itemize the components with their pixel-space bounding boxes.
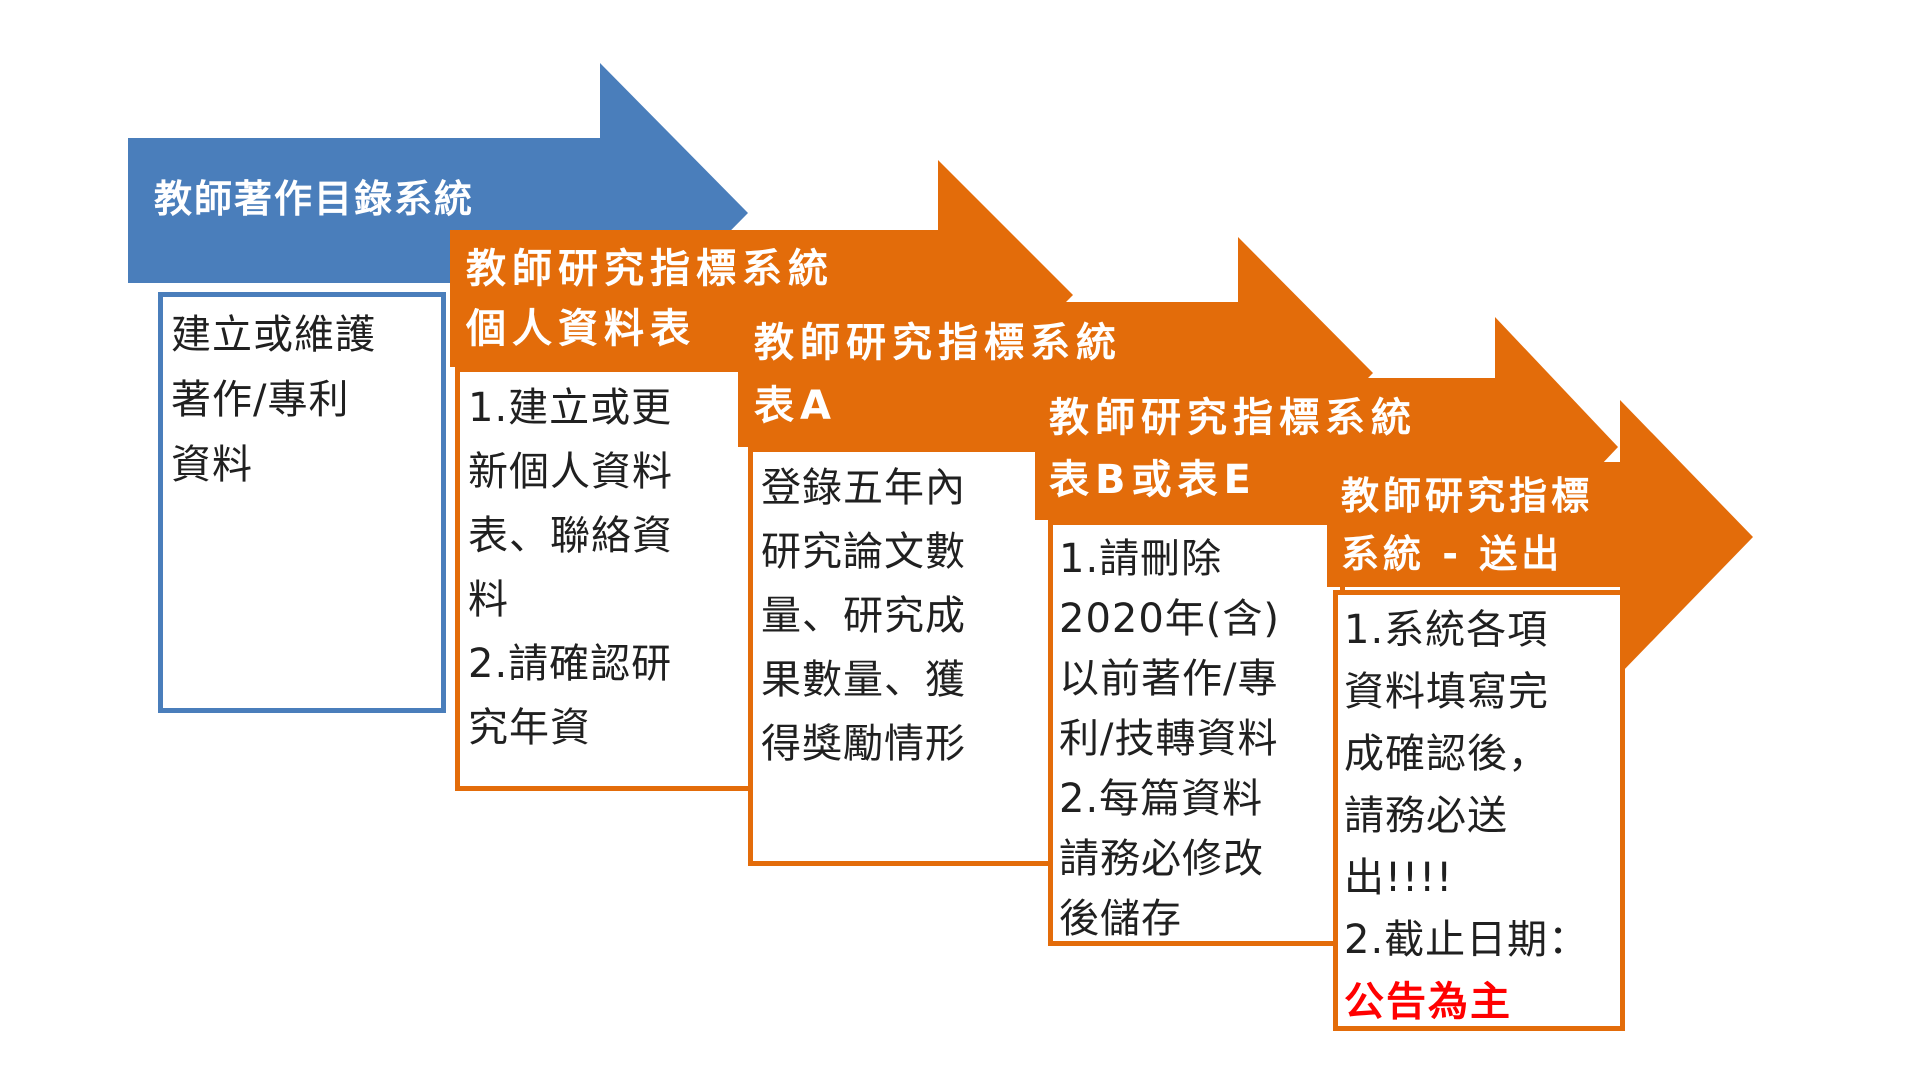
step-2-title: 教師研究指標系統 個人資料表 [466,245,834,352]
step-5-body-box: 1.系統各項 資料填寫完 成確認後， 請務必送 出!!!! 2.截止日期： 公告… [1333,590,1625,1031]
step-1-title: 教師著作目錄系統 [154,176,475,221]
arrow-head-icon [1620,400,1753,674]
step-1-banner: 教師著作目錄系統 [128,138,600,283]
arrow-head-icon [1238,237,1373,509]
step-2-body-box: 1.建立或更 新個人資料 表、聯絡資 料 2.請確認研 究年資 [455,367,770,791]
step-2-body-text: 1.建立或更 新個人資料 表、聯絡資 料 2.請確認研 究年資 [468,385,673,751]
step-5-deadline-highlight: 公告為主 [1344,979,1512,1025]
arrow-head-icon [600,63,748,363]
step-1-body-box: 建立或維護 著作/專利 資料 [158,292,446,713]
step-3-banner: 教師研究指標系統 表A [738,302,1238,447]
step-2-banner: 教師研究指標系統 個人資料表 [450,230,938,367]
step-1-body-text: 建立或維護 著作/專利 資料 [171,312,376,488]
step-3-body-box: 登錄五年內 研究論文數 量、研究成 果數量、獲 得獎勵情形 [748,447,1060,866]
step-5-body-text: 1.系統各項 資料填寫完 成確認後， 請務必送 出!!!! 2.截止日期： [1344,607,1590,963]
step-4-body-text: 1.請刪除 2020年(含) 以前著作/專 利/技轉資料 2.每篇資料 請務必修… [1059,536,1281,942]
arrow-head-icon [938,160,1073,430]
step-5-title: 教師研究指標 系統 - 送出 [1341,473,1594,576]
arrow-head-icon [1495,317,1618,577]
step-3-body-text: 登錄五年內 研究論文數 量、研究成 果數量、獲 得獎勵情形 [761,465,966,767]
step-3-title: 教師研究指標系統 表A [754,319,1122,429]
step-4-body-box: 1.請刪除 2020年(含) 以前著作/專 利/技轉資料 2.每篇資料 請務必修… [1048,520,1345,946]
step-4-title: 教師研究指標系統 表B或表E [1049,395,1417,503]
step-4-banner: 教師研究指標系統 表B或表E [1035,378,1495,520]
step-5-banner: 教師研究指標 系統 - 送出 [1327,462,1620,587]
